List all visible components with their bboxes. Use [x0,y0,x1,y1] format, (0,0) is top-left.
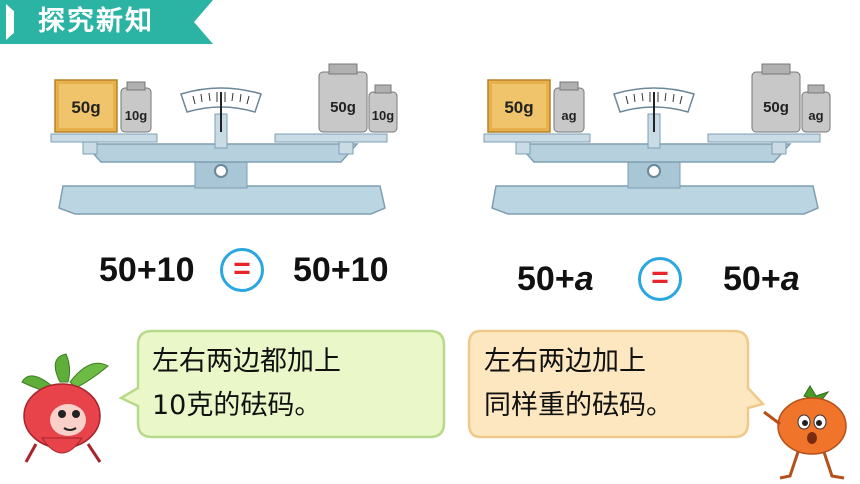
bubble-right-line1: 左右两边加上 [484,346,646,377]
header-title: 探究新知 [38,6,154,37]
equation-left-rhs: 50+10 [293,251,389,289]
tomato-mascot-icon [758,384,858,482]
equation-right-rhs: 50+a [723,259,800,299]
weight-label-ag: ag [561,108,576,123]
equation-right-lhs-variable: a [574,260,594,298]
bubble-right-line2: 同样重的砝码。 [484,390,673,421]
radish-mascot-icon [8,352,120,470]
weight-label-ag: ag [808,108,823,123]
weight-label-10g: 10g [372,108,394,123]
speech-bubble-right: 左右两边加上 同样重的砝码。 [466,328,766,440]
equals-sign-right: = [638,257,682,301]
equals-sign-left: = [220,248,264,292]
bubble-left-line2: 10克的砝码。 [152,390,322,421]
balance-scale-left: 50g 10g 50g 10g [45,58,400,230]
weight-label-50g-block: 50g [504,98,533,117]
equation-left-lhs: 50+10 [99,251,195,289]
equation-right-rhs-number: 50+ [723,260,781,298]
weight-label-50g: 50g [763,99,789,116]
weight-label-10g: 10g [125,108,147,123]
equals-symbol: = [233,252,251,285]
balance-scale-right: 50g ag 50g ag [478,58,833,230]
equation-right-rhs-variable: a [780,260,800,298]
bubble-left-line1: 左右两边都加上 [152,346,341,377]
header-banner-shape [0,0,213,44]
equals-symbol: = [651,261,669,294]
weight-label-50g-block: 50g [71,98,100,117]
speech-bubble-left: 左右两边都加上 10克的砝码。 [118,328,448,440]
equation-right-lhs-number: 50+ [517,260,575,298]
equation-right-lhs: 50+a [517,259,594,299]
section-header: 探究新知 [0,0,213,44]
weight-label-50g: 50g [330,99,356,116]
